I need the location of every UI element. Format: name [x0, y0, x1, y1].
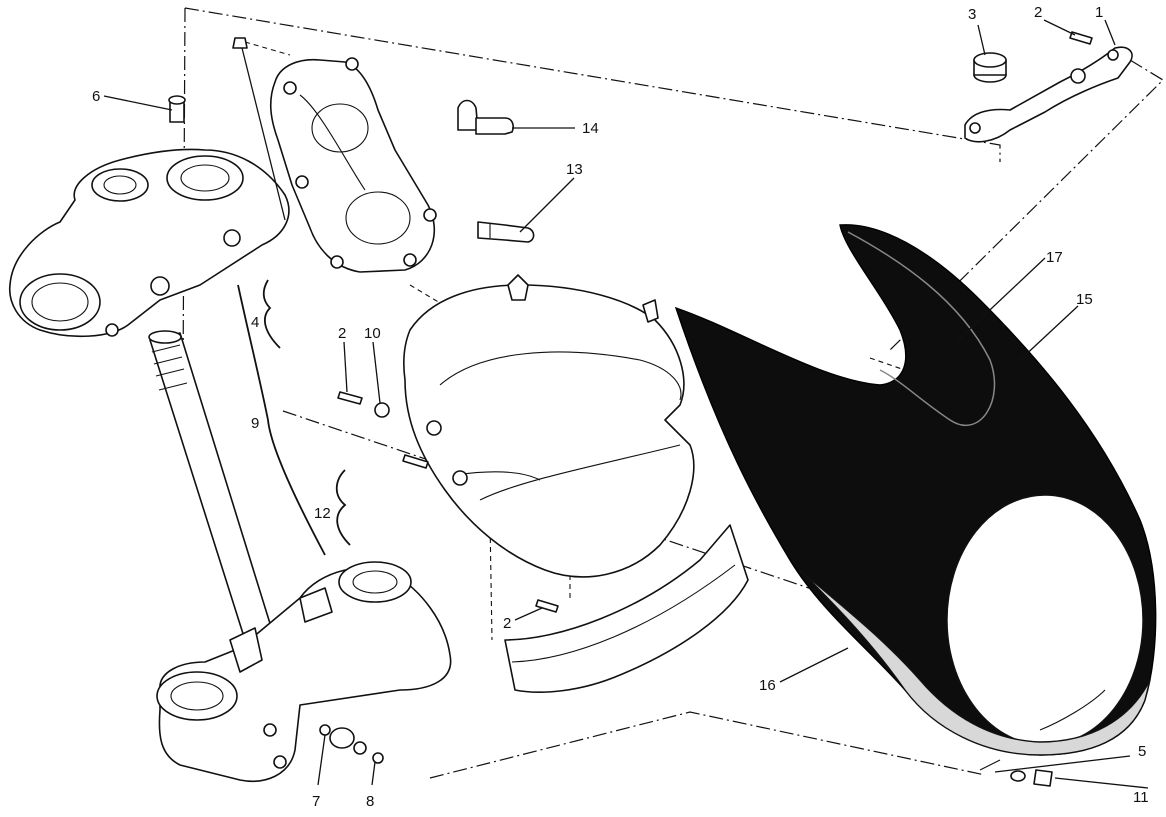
callout-17: 17 — [1046, 249, 1063, 266]
screw-2-low — [535, 599, 559, 613]
nut-8 — [372, 752, 384, 764]
washer-5 — [1010, 770, 1026, 782]
callout-12: 12 — [314, 505, 331, 522]
screw-top-right — [1069, 31, 1093, 45]
group-braces — [237, 279, 351, 556]
bracket — [964, 46, 1133, 143]
bulb-13 — [477, 221, 535, 243]
screw-upper — [232, 37, 248, 49]
screw-12 — [402, 454, 429, 469]
washer-8 — [353, 741, 367, 755]
upper-steering-plate — [9, 148, 290, 338]
instrument-lower-cover — [504, 524, 749, 693]
brace-4 — [262, 279, 281, 349]
fasteners — [168, 31, 1093, 787]
callout-2-top: 2 — [1034, 4, 1042, 21]
callout-3: 3 — [968, 6, 976, 23]
callout-1: 1 — [1095, 4, 1103, 21]
instrument-cluster — [403, 274, 695, 578]
leader-lines — [103, 19, 1149, 789]
brace-9 — [237, 284, 326, 556]
callout-7: 7 — [312, 793, 320, 810]
callout-13: 13 — [566, 161, 583, 178]
callout-2-mid: 2 — [338, 325, 346, 342]
brace-12 — [335, 469, 351, 546]
grommet — [973, 52, 1007, 83]
washer-10 — [374, 402, 390, 418]
headlight-fairing — [674, 224, 1157, 771]
callout-labels: 1 2 3 6 14 13 17 15 4 2 10 9 12 2 16 5 7… — [92, 4, 1149, 810]
callout-9: 9 — [251, 415, 259, 432]
screw-2-mid — [337, 391, 363, 405]
bulb-14 — [457, 99, 514, 135]
steering-stem — [148, 330, 273, 641]
callout-10: 10 — [364, 325, 381, 342]
callout-16: 16 — [759, 677, 776, 694]
callout-8: 8 — [366, 793, 374, 810]
instrument-support-plate — [269, 57, 437, 273]
callout-4: 4 — [251, 314, 259, 331]
callout-6: 6 — [92, 88, 100, 105]
callout-5: 5 — [1138, 743, 1146, 760]
cap-11 — [1033, 769, 1053, 787]
lower-steering-yoke — [156, 561, 452, 782]
pin-7 — [319, 724, 331, 736]
callout-14: 14 — [582, 120, 599, 137]
callout-11: 11 — [1133, 789, 1149, 806]
callout-2-low: 2 — [503, 615, 511, 632]
oring-7 — [329, 727, 355, 749]
callout-15: 15 — [1076, 291, 1093, 308]
